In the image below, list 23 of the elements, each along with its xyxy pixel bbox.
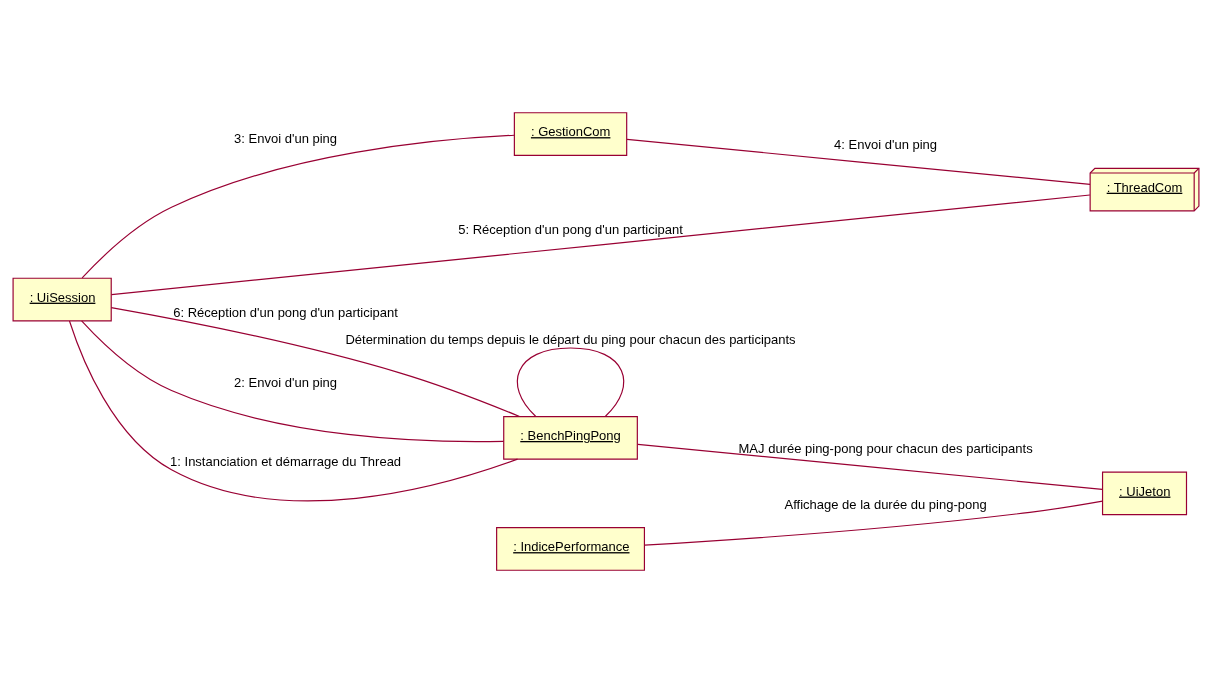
node-box: : BenchPingPong <box>503 415 638 460</box>
node-box: : UiJeton <box>1101 471 1188 515</box>
edge-label: 5: Réception d'un pong d'un participant <box>458 221 683 237</box>
node-box: : IndicePerformance <box>496 526 645 571</box>
connector <box>68 319 519 501</box>
node-box: : UiSession <box>12 277 112 321</box>
edge-label: 1: Instanciation et démarrage du Thread <box>170 453 402 469</box>
connector <box>637 443 1103 490</box>
edge-label: Détermination du temps depuis le départ du ping pour chacun des participants <box>345 331 796 347</box>
connector <box>81 319 505 442</box>
connector <box>643 500 1104 546</box>
edge-label: 2: Envoi d'un ping <box>234 374 338 390</box>
connector <box>110 306 521 417</box>
connector <box>626 138 1091 185</box>
connector <box>81 134 515 278</box>
edge-label: 4: Envoi d'un ping <box>834 136 938 152</box>
connector <box>516 346 625 417</box>
connector <box>110 193 1091 295</box>
node-box: : GestionCom <box>513 111 628 156</box>
edge-label: Affichage de la durée du ping-pong <box>784 496 987 512</box>
edge-label: 6: Réception d'un pong d'un participant <box>173 304 398 320</box>
edge-label: 3: Envoi d'un ping <box>234 130 338 146</box>
edge-label: MAJ durée ping-pong pour chacun des participants <box>738 440 1033 456</box>
